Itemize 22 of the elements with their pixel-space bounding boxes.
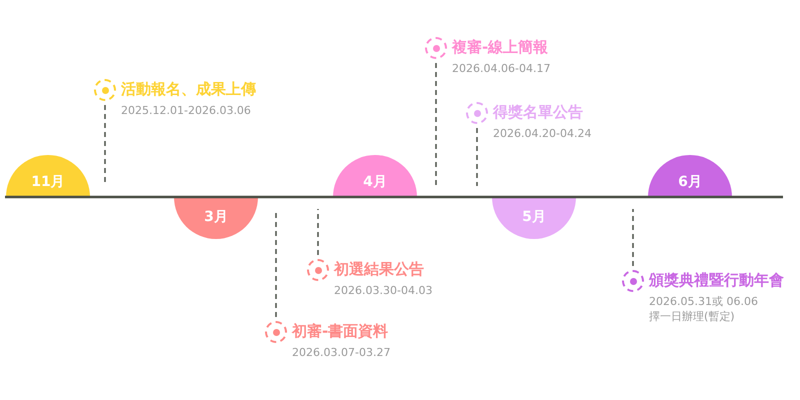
month-label: 5月 bbox=[522, 208, 546, 226]
month-label: 4月 bbox=[363, 173, 387, 191]
event-date: 2026.04.20-04.24 bbox=[493, 126, 592, 141]
month-label: 3月 bbox=[204, 208, 228, 226]
event-title: 得獎名單公告 bbox=[493, 102, 584, 122]
event-date: 2026.05.31或 06.06 bbox=[649, 294, 759, 309]
leader-line bbox=[317, 209, 319, 255]
event-date: 2026.03.30-04.03 bbox=[334, 283, 432, 298]
event-title: 複審-線上簡報 bbox=[452, 37, 550, 57]
event-date: 擇一日辦理(暫定) bbox=[649, 309, 736, 324]
event-date: 2025.12.01-2026.03.06 bbox=[121, 103, 252, 118]
event-date: 2026.03.07-03.27 bbox=[292, 345, 390, 360]
leader-line bbox=[632, 209, 634, 266]
month-label: 11月 bbox=[31, 173, 65, 191]
month-label: 6月 bbox=[678, 173, 702, 191]
event-title: 初審-書面資料 bbox=[292, 321, 390, 341]
leader-line bbox=[476, 128, 478, 186]
leader-line bbox=[435, 63, 437, 186]
event-title: 頒獎典禮暨行動年會 bbox=[649, 270, 784, 290]
event-title: 活動報名、成果上傳 bbox=[121, 79, 256, 99]
event-title: 初選結果公告 bbox=[334, 259, 425, 279]
event-date: 2026.04.06-04.17 bbox=[452, 61, 550, 76]
